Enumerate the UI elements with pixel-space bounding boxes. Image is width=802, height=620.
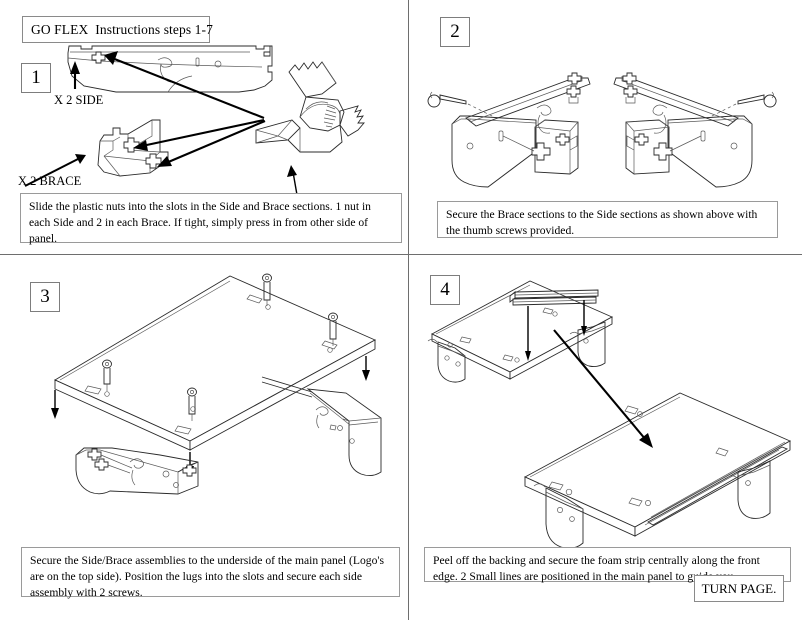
part-label-side: X 2 SIDE [54, 93, 104, 107]
step3-screws [102, 273, 338, 421]
panel-divider-vertical [408, 0, 409, 620]
step2-right-assembly [613, 72, 777, 188]
step1-plastic-nut-detail [255, 61, 365, 153]
step-caption-4: Peel off the backing and secure the foam… [424, 547, 791, 583]
step-number-3: 3 [30, 282, 60, 312]
step1-side-section-drawing [67, 45, 273, 93]
step-number-2: 2 [440, 17, 470, 47]
step3-panel-slots-and-holes [84, 294, 338, 435]
step-number-4: 4 [430, 275, 460, 305]
step-caption-1: Slide the plastic nuts into the slots in… [20, 193, 402, 245]
step-caption-2: Secure the Brace sections to the Side se… [437, 201, 778, 238]
part-label-brace: X 2 BRACE [18, 174, 82, 188]
panel-divider-horizontal [0, 254, 802, 255]
step3-side-brace-assembly-right [261, 376, 382, 477]
turn-page-notice: TURN PAGE. [694, 575, 784, 602]
step-caption-3: Secure the Side/Brace assemblies to the … [21, 547, 400, 599]
step4-assembly-arrow [553, 329, 653, 448]
sheet-title: GO FLEX Instructions steps 1-7 [22, 16, 213, 43]
step3-main-panel [54, 275, 377, 451]
step2-left-assembly [427, 72, 591, 188]
step3-direction-arrows [51, 356, 370, 477]
step3-side-brace-assembly-left [75, 447, 199, 495]
step4-lower-assembly [523, 392, 792, 549]
step-number-1: 1 [21, 63, 51, 93]
step1-brace-section-drawing [97, 119, 169, 177]
